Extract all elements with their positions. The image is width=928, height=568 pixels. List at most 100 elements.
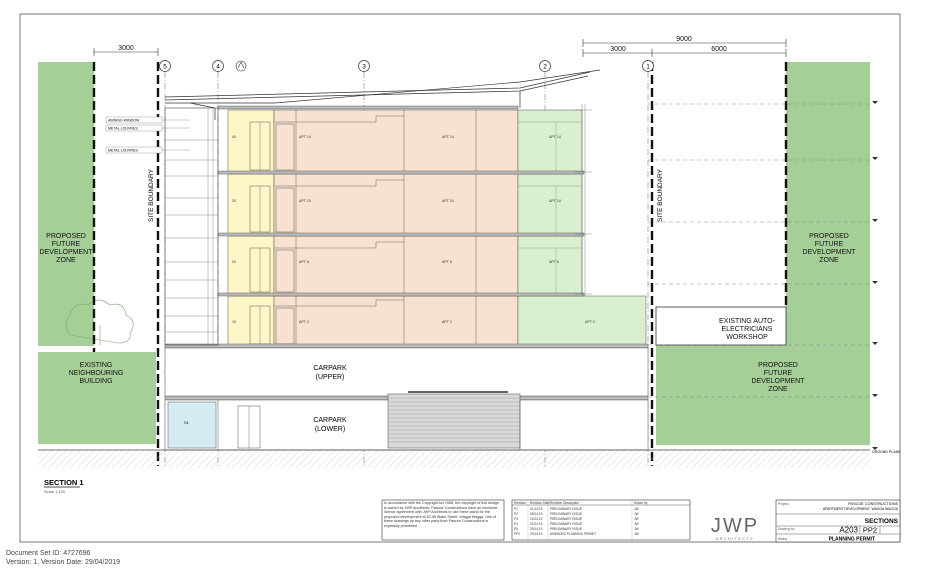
apartment-levels [164, 104, 649, 401]
rev-header: Revision Date [530, 501, 550, 505]
rev-cell: PRELIMINARY ISSUE [550, 527, 582, 531]
facade-callouts: AWNING WINDOW METAL LOUVRES METAL LOUVRE… [105, 116, 190, 154]
grid-label-1: 1 [646, 64, 650, 71]
footer-version: Version: 1, Version Date: 29/04/2019 [6, 559, 121, 566]
dim-right-9000: 9000 [676, 36, 692, 43]
ground-plane-label: GROUND PLANE [872, 450, 901, 454]
zone-text: DEVELOPMENT [803, 249, 857, 256]
carpark-lower-sub: (LOWER) [315, 426, 345, 433]
site-boundary-left-label: SITE BOUNDARY [148, 168, 155, 222]
zone-text: DEVELOPMENT [752, 378, 806, 385]
existing-neighbouring-building [38, 352, 156, 444]
project-name: APARTMENT DEVELOPMENT, WAGGA WAGGA [823, 507, 899, 511]
rev-cell: PRELIMINARY ISSUE [550, 507, 582, 511]
unit-label: APT 6 [549, 260, 559, 264]
rev-cell: PRELIMINARY ISSUE [550, 512, 582, 516]
copyright-note: In accordance with the Copyright Act 196… [384, 501, 499, 528]
level-row [227, 173, 583, 235]
sheet-border [19, 13, 901, 543]
drawing-no-label: Drawing No [778, 527, 795, 531]
datum-markers [872, 101, 878, 450]
rev-rows: P1 01.04.19 PRELIMINARY ISSUE JW P2 08.0… [514, 507, 639, 536]
dim-right-3000: 3000 [610, 46, 626, 53]
zone-text: ELECTRICIANS [722, 326, 773, 333]
callout-awning: AWNING WINDOW [108, 119, 140, 123]
unit-label: APT 14 [442, 135, 454, 139]
level-marker-icon [235, 60, 247, 72]
zone-text: FUTURE [52, 241, 81, 248]
zone-texts: PROPOSED FUTURE DEVELOPMENT ZONE PROPOSE… [40, 233, 857, 393]
roof [164, 69, 601, 120]
store-room [167, 401, 217, 449]
rev-cell: P5 [514, 527, 518, 531]
unit-label: 40 [232, 135, 236, 139]
left-future-zone [38, 62, 94, 346]
rev-cell: 29.04.19 [530, 532, 543, 536]
level-datums [648, 103, 870, 451]
rev-cell: 25.04.19 [530, 527, 543, 531]
zone-text: PROPOSED [46, 233, 86, 240]
ground [38, 449, 870, 468]
callout-louvres-1: METAL LOUVRES [108, 127, 138, 131]
grid-label-5: 5 [163, 64, 167, 71]
zone-text: BUILDING [79, 378, 112, 385]
rev-cell: JW [634, 527, 639, 531]
unit-label: APT 14 [299, 135, 311, 139]
rev-cell: JW [634, 522, 639, 526]
carparks [164, 347, 649, 451]
level-row [227, 109, 583, 173]
roller-door [387, 393, 521, 449]
site-boundary-right-label: SITE BOUNDARY [657, 168, 664, 222]
zone-text: FUTURE [764, 370, 793, 377]
workshop-box [655, 306, 787, 346]
unit-label: APT 2 [299, 320, 309, 324]
jwp-logo-sub: ARCHITECTS [716, 537, 754, 541]
zone-text: EXISTING AUTO- [719, 318, 776, 325]
unit-label: 30 [232, 199, 236, 203]
zone-text: NEIGHBOURING [69, 370, 124, 377]
callout-louvres-2: METAL LOUVRES [108, 149, 138, 153]
rev-cell: JW [634, 507, 639, 511]
section-scale: Scale 1:100 [44, 489, 66, 494]
rev-cell: P2 [514, 512, 518, 516]
rev-cell: P4 [514, 522, 518, 526]
rev-cell: JW [634, 532, 639, 536]
zone-text: DEVELOPMENT [40, 249, 94, 256]
rev-cell: JW [634, 512, 639, 516]
store-label: S1 [184, 420, 190, 425]
rev-cell: PRELIMINARY ISSUE [550, 522, 582, 526]
zone-text: EXISTING [80, 362, 113, 369]
jwp-logo: JWP [711, 515, 759, 537]
grid-label-4: 4 [216, 64, 220, 71]
rev-header: Drawn by [634, 501, 648, 505]
zone-text: ZONE [768, 386, 788, 393]
section-title: SECTION 1 [44, 478, 84, 487]
footer-doc-set: Document Set ID: 4727696 [6, 550, 91, 557]
unit-label: 10 [232, 320, 236, 324]
revision-no: PP2 [863, 526, 877, 535]
unit-label: APT 6 [299, 260, 309, 264]
rev-cell: P1 [514, 507, 518, 511]
unit-label: APT 2 [442, 320, 452, 324]
dim-left-3000: 3000 [118, 45, 134, 52]
grid-label-3: 3 [362, 64, 366, 71]
rev-cell: JW [634, 517, 639, 521]
unit-label: APT 10 [549, 199, 561, 203]
green-zones [38, 62, 870, 445]
rev-cell: 15.04.19 [530, 517, 543, 521]
right-future-zone [786, 62, 870, 346]
tree-sketch [65, 299, 134, 344]
zone-text: PROPOSED [758, 362, 798, 369]
project-label: Project [778, 502, 789, 506]
rev-cell: 01.04.19 [530, 507, 543, 511]
status-label: Status [778, 537, 787, 541]
rev-cell: 22.04.19 [530, 522, 543, 526]
unit-label: 20 [232, 260, 236, 264]
zone-text: ZONE [819, 257, 839, 264]
unit-label: APT 10 [442, 199, 454, 203]
unit-label: APT 10 [299, 199, 311, 203]
grid-bubbles [159, 60, 654, 72]
unit-label: APT 6 [442, 260, 452, 264]
dimension-lines [93, 39, 787, 57]
